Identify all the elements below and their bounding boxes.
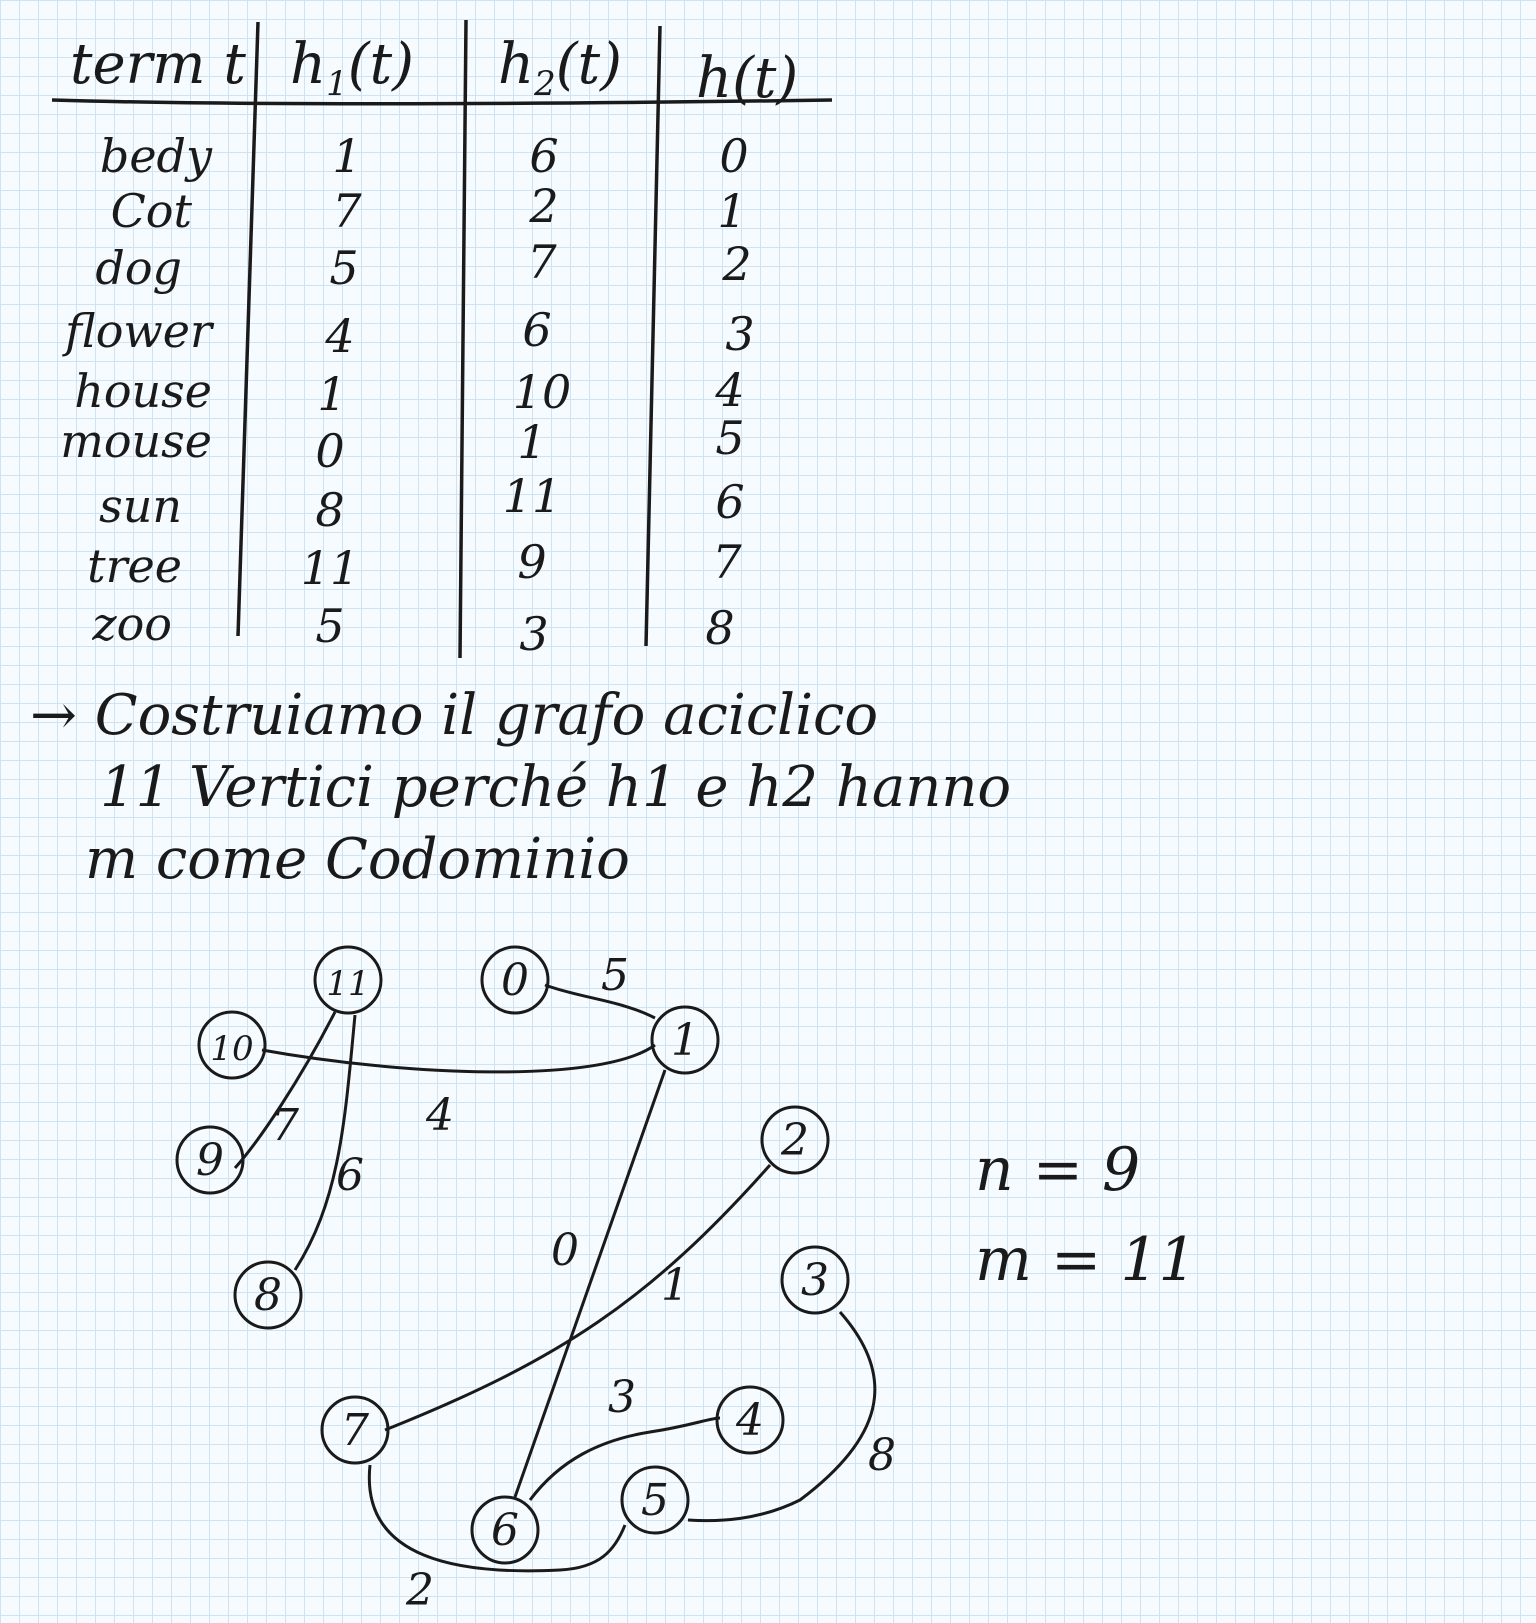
column-divider-2 — [458, 19, 468, 659]
notes-block: → Costruiamo il grafo aciclico 11 Vertic… — [30, 680, 1130, 896]
edge-label: 0 — [551, 1225, 579, 1276]
row-h: 5 — [715, 411, 745, 465]
graph-vertex-5 — [620, 1465, 690, 1535]
row-h1: 5 — [329, 241, 359, 295]
row-term: mouse — [60, 414, 212, 468]
graph-vertex-9 — [175, 1125, 245, 1195]
vertex-label: 11 — [326, 964, 369, 1004]
graph-vertex-0 — [480, 945, 550, 1015]
edge-label: 8 — [868, 1430, 896, 1481]
row-h: 2 — [722, 237, 752, 291]
graph-edge-1-10 — [261, 1043, 656, 1074]
vertex-label: 5 — [641, 1475, 669, 1526]
vertex-label: 4 — [735, 1395, 764, 1446]
graph-edge-1-6 — [513, 1069, 667, 1498]
edge-label: 6 — [336, 1150, 364, 1201]
param-m: m = 11 — [975, 1225, 1197, 1295]
row-term: bedy — [99, 129, 212, 183]
note-line-3: m come Codominio — [85, 827, 630, 892]
graph-edge-3-5 — [687, 1311, 877, 1523]
graph-edge-6-4 — [528, 1416, 721, 1501]
graph-vertex-2 — [760, 1105, 830, 1175]
edge-label: 2 — [405, 1565, 434, 1616]
row-term: tree — [87, 539, 182, 593]
row-h1: 1 — [332, 129, 362, 183]
graph-vertex-6 — [470, 1495, 540, 1565]
row-term: dog — [95, 241, 182, 295]
edge-label: 7 — [271, 1100, 299, 1151]
row-h1: 5 — [315, 599, 345, 653]
header-h1: h1(t) — [290, 32, 414, 105]
vertex-label: 6 — [491, 1505, 519, 1556]
vertex-label: 9 — [196, 1135, 224, 1186]
note-line-1: → Costruiamo il grafo aciclico — [30, 680, 1130, 752]
vertex-label: 1 — [671, 1015, 699, 1066]
row-h2: 1 — [517, 415, 547, 469]
row-h2: 10 — [512, 365, 572, 419]
row-h: 7 — [712, 535, 742, 589]
row-h2: 7 — [527, 235, 557, 289]
graph-edge-7-5 — [367, 1464, 627, 1573]
row-term: zoo — [92, 597, 172, 651]
row-h: 6 — [715, 475, 745, 529]
row-h1: 8 — [315, 483, 345, 537]
graph-vertex-1 — [650, 1005, 720, 1075]
row-h2: 6 — [529, 129, 559, 183]
row-h: 8 — [705, 601, 735, 655]
row-h: 0 — [719, 129, 749, 183]
graph-vertex-3 — [780, 1245, 850, 1315]
table-grid-lines — [52, 19, 833, 659]
note-text-1: Costruiamo il grafo aciclico — [94, 683, 879, 748]
row-h2: 9 — [517, 535, 547, 589]
graph-edge-0-1 — [544, 983, 656, 1020]
row-h1: 11 — [300, 541, 360, 595]
param-n: n = 9 — [975, 1135, 1141, 1205]
header-h: h(t) — [696, 46, 799, 111]
note-line-2: 11 Vertici perché h1 e h2 hanno — [100, 755, 1012, 820]
row-term: flower — [65, 304, 212, 358]
header-h2: h2(t) — [498, 32, 622, 105]
edge-label: 5 — [601, 950, 629, 1001]
vertex-label: 2 — [780, 1115, 809, 1166]
vertex-label: 3 — [801, 1255, 829, 1306]
graph-edge-11-9 — [233, 1011, 337, 1169]
row-h1: 4 — [325, 309, 355, 363]
vertex-label: 7 — [341, 1405, 369, 1456]
row-h2: 11 — [502, 469, 562, 523]
row-h: 3 — [725, 307, 755, 361]
edge-label: 4 — [425, 1090, 454, 1141]
row-term: sun — [99, 479, 182, 533]
graph-vertex-4 — [715, 1385, 785, 1455]
row-h2: 2 — [529, 179, 559, 233]
column-divider-3 — [644, 25, 662, 647]
row-term: Cot — [110, 184, 192, 238]
arrow-icon: → — [30, 683, 77, 748]
row-h: 1 — [717, 184, 747, 238]
row-h2: 3 — [519, 607, 549, 661]
graph-vertex-7 — [320, 1395, 390, 1465]
header-term: term t — [70, 32, 246, 97]
edge-label: 3 — [608, 1372, 636, 1423]
hash-table: term t h1(t) h2(t) h(t) bedy 1 6 0 Cot 7… — [52, 18, 872, 678]
row-h2: 6 — [522, 303, 552, 357]
vertex-label: 8 — [254, 1270, 282, 1321]
column-divider-1 — [236, 21, 260, 637]
row-h: 4 — [715, 363, 745, 417]
graph-params: n = 9 m = 11 — [975, 1125, 1197, 1305]
graph-vertex-8 — [233, 1260, 303, 1330]
row-h1: 0 — [315, 424, 345, 478]
row-term: house — [74, 364, 212, 418]
row-h1: 7 — [332, 184, 362, 238]
row-h1: 1 — [317, 367, 347, 421]
graph-edge-2-7 — [384, 1164, 772, 1432]
graph-vertex-11 — [313, 945, 383, 1015]
header-rule — [52, 98, 833, 106]
vertex-label: 10 — [210, 1029, 253, 1069]
vertex-label: 0 — [501, 955, 529, 1006]
graph-edge-11-8 — [293, 1014, 357, 1271]
graph-vertex-10 — [197, 1010, 267, 1080]
edge-label: 1 — [661, 1260, 689, 1311]
